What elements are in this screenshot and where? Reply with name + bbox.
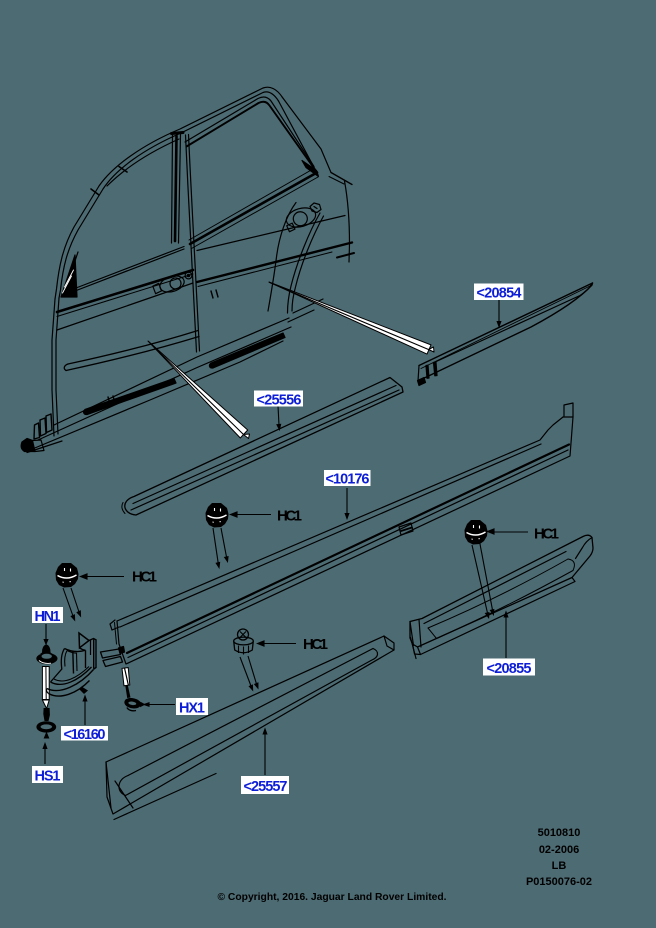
svg-text:5010810: 5010810	[538, 827, 581, 839]
svg-text:<25557: <25557	[244, 779, 288, 795]
svg-text:HC1: HC1	[303, 636, 328, 653]
svg-text:HX1: HX1	[179, 701, 205, 717]
svg-text:LB: LB	[552, 860, 567, 872]
svg-text:02-2006: 02-2006	[539, 844, 579, 856]
svg-text:HC1: HC1	[277, 508, 302, 525]
svg-text:HC1: HC1	[534, 526, 559, 543]
svg-text:P0150076-02: P0150076-02	[526, 876, 592, 888]
svg-text:<20854: <20854	[477, 286, 522, 302]
svg-text:<25556: <25556	[257, 393, 302, 409]
svg-text:© Copyright, 2016. Jaguar Land: © Copyright, 2016. Jaguar Land Rover Lim…	[217, 892, 446, 903]
svg-text:<20855: <20855	[487, 661, 532, 677]
svg-text:HC1: HC1	[132, 569, 157, 586]
svg-text:<10176: <10176	[326, 472, 370, 488]
svg-text:HN1: HN1	[35, 609, 61, 625]
svg-text:<16160: <16160	[64, 727, 106, 743]
svg-text:HS1: HS1	[35, 769, 61, 785]
